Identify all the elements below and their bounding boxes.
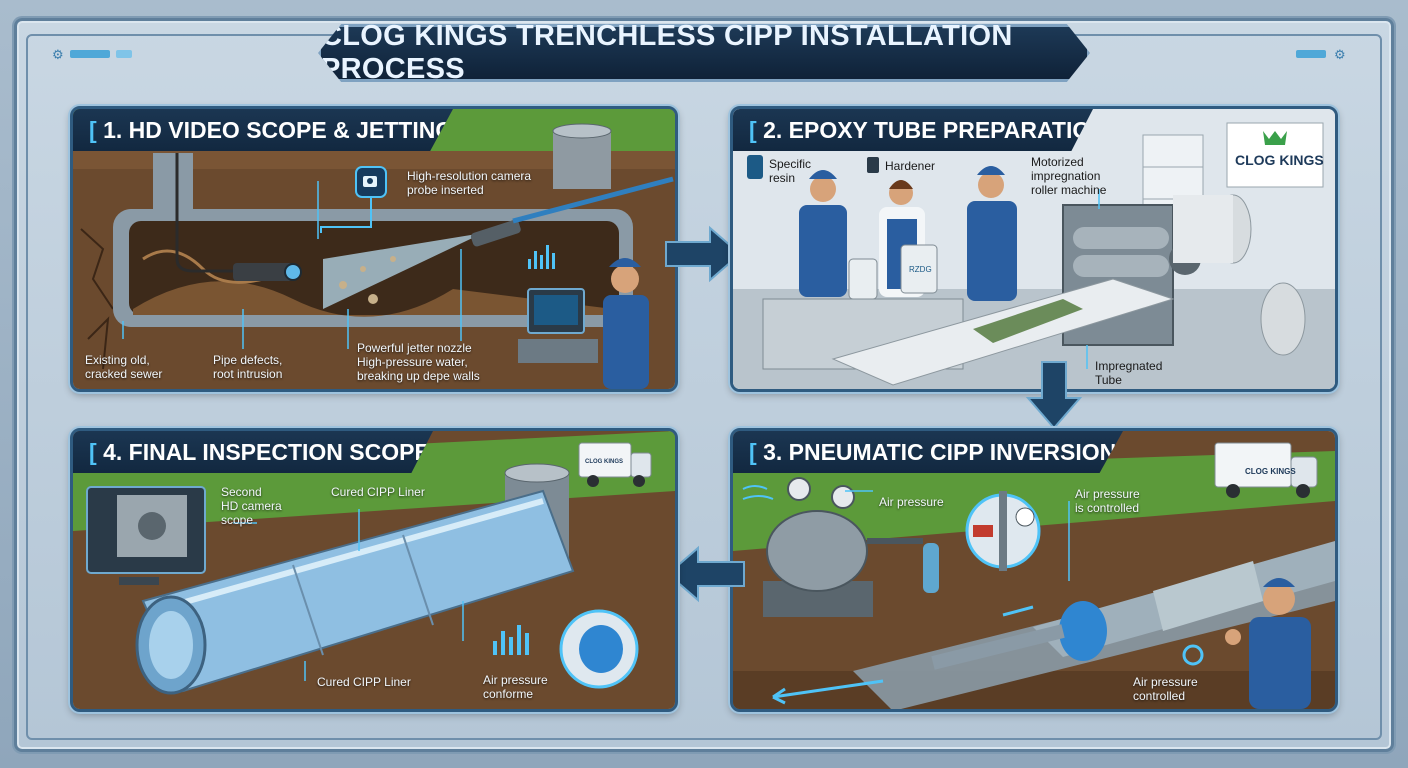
step-2-title: [ 2. EPOXY TUBE PREPARATION ]	[749, 116, 1107, 143]
callout-hardener: Hardener	[885, 159, 936, 173]
ui-bar	[1296, 50, 1326, 58]
gear-icon: ⚙	[1334, 47, 1346, 62]
truck-brand: CLOG KINGS	[585, 459, 624, 465]
callout-cracked-sewer: Existing old, cracked sewer	[85, 353, 163, 381]
callout-pressure-controlled-2: Air pressure controlled	[1133, 675, 1198, 703]
step-1-header: [ 1. HD VIDEO SCOPE & JETTING ]	[73, 109, 453, 151]
bottle-icon	[867, 157, 879, 173]
callout-roller-machine: Motorized impregnation roller machine	[1031, 155, 1107, 197]
callout-cured-liner-bottom: Cured CIPP Liner	[317, 675, 411, 689]
step-3-title: [ 3. PNEUMATIC CIPP INVERSION ]	[749, 438, 1123, 465]
arrow-to-step-3	[1025, 361, 1083, 430]
inversion-illustration	[733, 431, 1335, 709]
callout-air-pressure-conforme: Air pressure conforme	[483, 673, 548, 701]
gear-icon	[1182, 644, 1204, 666]
gear-icon: ⚙	[52, 47, 64, 62]
ui-bar	[70, 50, 110, 58]
panel-step-3: [ 3. PNEUMATIC CIPP INVERSION ] CLOG KIN…	[730, 428, 1338, 712]
truck-brand: CLOG KINGS	[1245, 467, 1296, 476]
callout-resin: Specific resin	[769, 157, 812, 185]
brand-sign: CLOG KINGS	[1235, 152, 1324, 168]
step-1-title: [ 1. HD VIDEO SCOPE & JETTING ]	[89, 116, 454, 143]
panel-step-1: [ 1. HD VIDEO SCOPE & JETTING ] High-res…	[70, 106, 678, 392]
callout-impregnated-tube: Impregnated Tube	[1095, 359, 1163, 387]
jug-label: RZDG	[909, 265, 932, 274]
wind-icon	[742, 485, 774, 500]
crown-icon	[1263, 131, 1287, 145]
step-4-header: [ 4. FINAL INSPECTION SCOPE ]	[73, 431, 433, 473]
panel-step-2: [ 2. EPOXY TUBE PREPARATION ] CLOG KINGS…	[730, 106, 1338, 392]
panel-step-4: [ 4. FINAL INSPECTION SCOPE ] CLOG KINGS…	[70, 428, 678, 712]
bottle-icon	[747, 155, 763, 179]
callout-camera-probe: High-resolution camera probe inserted	[407, 169, 532, 197]
callout-jetter-nozzle: Powerful jetter nozzle High-pressure wat…	[357, 341, 480, 383]
callout-second-camera: Second HD camera scope	[221, 485, 282, 527]
arrow-to-step-2	[665, 225, 742, 283]
step-4-title: [ 4. FINAL INSPECTION SCOPE ]	[89, 438, 430, 465]
arrow-to-step-4	[666, 545, 745, 603]
thumbs-up-icon	[1225, 629, 1241, 645]
callout-air-pressure: Air pressure	[879, 495, 944, 509]
page-title: CLOG KINGS TRENCHLESS CIPP INSTALLATION …	[321, 20, 1013, 85]
epoxy-preparation-illustration	[733, 109, 1335, 389]
step-2-header: [ 2. EPOXY TUBE PREPARATION ]	[733, 109, 1093, 151]
callout-pipe-defects: Pipe defects, root intrusion	[213, 353, 283, 381]
callout-pressure-controlled: Air pressure is controlled	[1075, 487, 1140, 515]
callout-cured-liner-top: Cured CIPP Liner	[331, 485, 425, 499]
title-banner: CLOG KINGS TRENCHLESS CIPP INSTALLATION …	[318, 24, 1090, 82]
ui-bar	[116, 50, 132, 58]
chart-icon	[493, 625, 529, 655]
step-3-header: [ 3. PNEUMATIC CIPP INVERSION ]	[733, 431, 1123, 473]
